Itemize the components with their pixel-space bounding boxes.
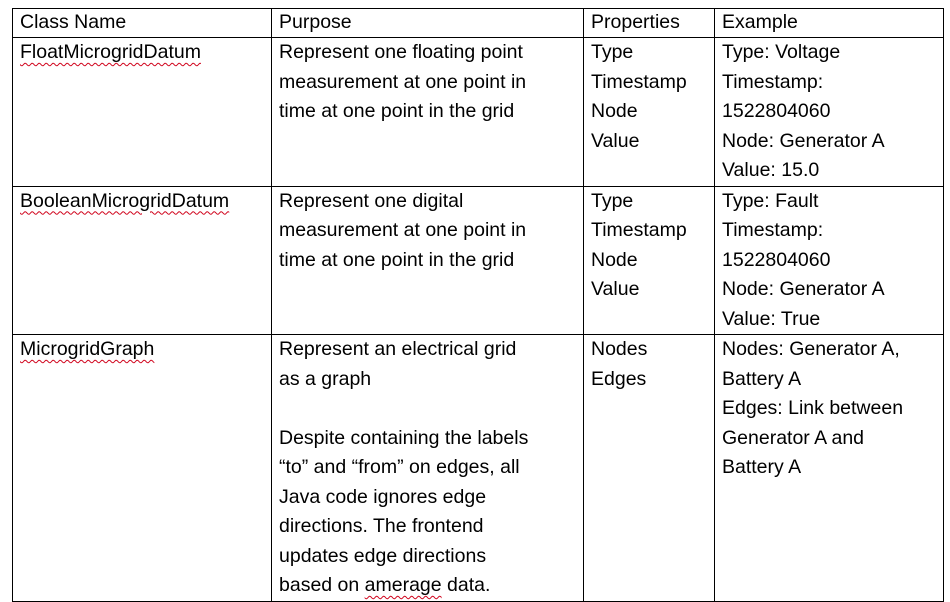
property-item: Nodes [591, 338, 648, 360]
purpose-note-line: updates edge directions [279, 544, 487, 567]
example-line: Nodes: Generator A, [722, 338, 900, 360]
property-item: Edges [591, 367, 647, 390]
header-properties: Properties [583, 8, 715, 38]
example-cell: Nodes: Generator A, Battery A Edges: Lin… [714, 334, 944, 602]
example-line: Battery A [722, 456, 802, 478]
properties-cell: Type Timestamp Node Value [583, 37, 715, 187]
example-line: Type: Fault [722, 189, 819, 212]
purpose-line: time at one point in the grid [279, 100, 515, 122]
example-line: Node: Generator A [722, 278, 885, 300]
example-line: Timestamp: [722, 70, 824, 93]
purpose-note-line: “to” and “from” on edges, all [279, 456, 520, 478]
properties-cell: Nodes Edges [583, 334, 715, 602]
purpose-line: Represent an electrical grid [279, 338, 517, 360]
purpose-note-line: Java code ignores edge [279, 485, 487, 508]
class-name-cell: MicrogridGraph [12, 334, 272, 602]
header-purpose: Purpose [271, 8, 584, 38]
purpose-note-last-line: based on amerage data. [279, 571, 577, 600]
class-table: Class Name Purpose Properties Example Fl… [12, 8, 944, 602]
example-line: Value: True [722, 307, 821, 330]
example-line: 1522804060 [722, 248, 831, 271]
purpose-line: as a graph [279, 367, 372, 390]
properties-cell: Type Timestamp Node Value [583, 185, 715, 335]
purpose-note-prefix: based on [279, 574, 365, 596]
example-line: Edges: Link between [722, 397, 904, 419]
purpose-note-suffix: data. [441, 574, 491, 596]
property-item: Value [591, 278, 640, 300]
property-item: Type [591, 189, 634, 212]
purpose-line: measurement at one point in [279, 219, 527, 241]
property-item: Timestamp [591, 70, 687, 93]
example-line: Type: Voltage [722, 41, 841, 63]
purpose-line: time at one point in the grid [279, 248, 515, 271]
example-line: Timestamp: [722, 219, 824, 241]
misspelled-word: amerage [364, 574, 442, 596]
class-name: FloatMicrogridDatum [20, 41, 201, 63]
example-cell: Type: Fault Timestamp: 1522804060 Node: … [714, 185, 944, 335]
purpose-note-line: directions. The frontend [279, 515, 484, 537]
purpose-line: Represent one digital [279, 189, 464, 212]
purpose-cell: Represent an electrical grid as a graph … [271, 334, 584, 602]
purpose-cell: Represent one floating point measurement… [271, 37, 584, 187]
class-name-cell: BooleanMicrogridDatum [12, 185, 272, 335]
property-item: Node [591, 248, 638, 271]
header-example: Example [714, 8, 944, 38]
property-item: Value [591, 129, 640, 152]
header-class-name: Class Name [12, 8, 272, 38]
purpose-line: measurement at one point in [279, 70, 527, 93]
property-item: Timestamp [591, 219, 687, 241]
purpose-note-line: Despite containing the labels [279, 426, 529, 449]
table-header-row: Class Name Purpose Properties Example [12, 8, 944, 38]
example-line: Value: 15.0 [722, 159, 820, 181]
property-item: Node [591, 100, 638, 122]
purpose-line: Represent one floating point [279, 41, 523, 63]
table-row: BooleanMicrogridDatum Represent one digi… [12, 185, 944, 335]
table-row: MicrogridGraph Represent an electrical g… [12, 334, 944, 602]
example-line: Generator A and [722, 426, 865, 449]
paragraph-spacer [279, 394, 577, 424]
example-cell: Type: Voltage Timestamp: 1522804060 Node… [714, 37, 944, 187]
example-line: Node: Generator A [722, 129, 885, 152]
purpose-cell: Represent one digital measurement at one… [271, 185, 584, 335]
example-line: 1522804060 [722, 100, 831, 122]
class-name-cell: FloatMicrogridDatum [12, 37, 272, 187]
example-line: Battery A [722, 367, 802, 390]
class-name: MicrogridGraph [20, 338, 155, 360]
table-row: FloatMicrogridDatum Represent one floati… [12, 37, 944, 187]
class-name: BooleanMicrogridDatum [20, 189, 230, 212]
property-item: Type [591, 41, 634, 63]
